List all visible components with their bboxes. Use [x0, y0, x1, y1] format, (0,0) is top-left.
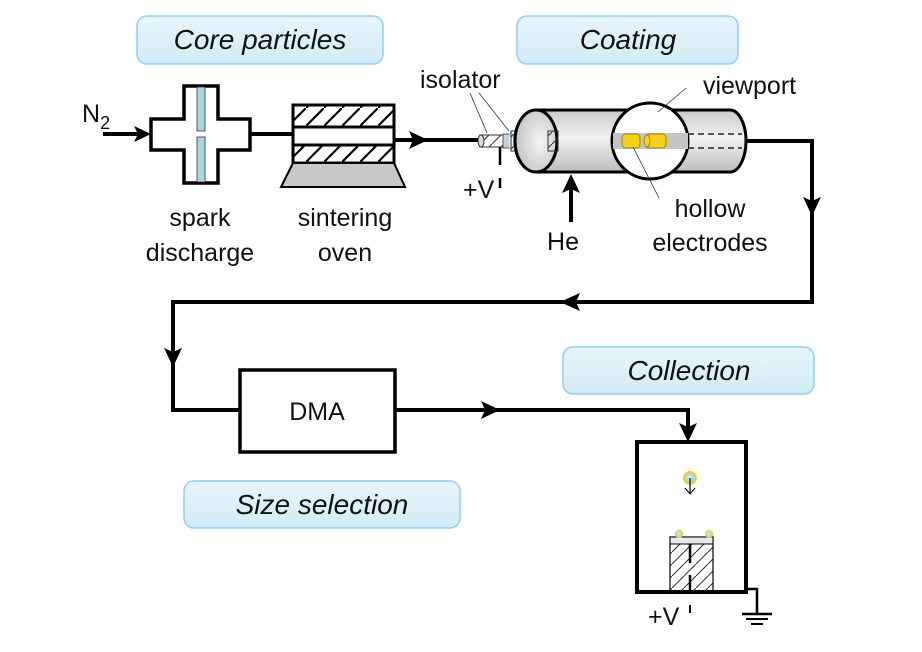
- arrow-down-icon: [164, 348, 182, 367]
- oven-label-2: oven: [318, 239, 372, 267]
- dma-label: DMA: [289, 398, 345, 426]
- stage-title-core-particles: Core particles: [174, 24, 347, 55]
- electrodes-label-1: hollow: [675, 195, 747, 223]
- electrode-bottom: [196, 136, 206, 183]
- spark-discharge: spark discharge: [146, 84, 254, 267]
- dma-box: DMA: [238, 368, 397, 454]
- coating-chamber: viewport hollow electrodes: [513, 72, 796, 257]
- stage-label-collection: Collection: [562, 346, 815, 395]
- arrow-down-icon: [803, 197, 821, 216]
- flow-loop: [164, 139, 821, 412]
- substrate-holder: [669, 536, 714, 593]
- stage-title-coating: Coating: [580, 24, 677, 55]
- isolator-label: isolator: [420, 66, 501, 94]
- electrodes-label-2: electrodes: [652, 229, 767, 257]
- stage-title-collection: Collection: [628, 355, 751, 386]
- sintering-oven: sintering oven: [279, 103, 407, 267]
- electrode-top: [196, 86, 206, 132]
- spark-label-1: spark: [169, 204, 231, 232]
- stage-label-size-selection: Size selection: [183, 480, 461, 529]
- viewport-label: viewport: [703, 72, 796, 100]
- voltage-label-coating: +V: [463, 176, 495, 204]
- arrow-down-icon: [679, 423, 697, 442]
- arrow-right-icon: [409, 131, 428, 149]
- helium-label: He: [547, 228, 579, 256]
- hollow-electrode-left: [621, 133, 641, 149]
- arrow-up-icon: [562, 174, 580, 193]
- arrow-right-icon: [134, 126, 151, 142]
- arrow-right-icon: [481, 401, 500, 419]
- arrow-left-icon: [560, 293, 580, 311]
- n2-label: N2: [82, 100, 110, 133]
- stage-label-core-particles: Core particles: [136, 15, 384, 65]
- collection-chamber: +V: [635, 440, 748, 631]
- stage-title-size-selection: Size selection: [236, 489, 409, 520]
- helium-inlet: He: [547, 174, 580, 256]
- arrow-down-icon: [684, 487, 696, 495]
- voltage-label-collection: +V: [648, 603, 680, 631]
- spark-label-2: discharge: [146, 239, 254, 267]
- stage-label-coating: Coating: [516, 15, 739, 65]
- n2-inlet: N2: [82, 100, 151, 142]
- ground-icon: [742, 587, 772, 625]
- flow-line: [395, 408, 690, 432]
- oven-label-1: sintering: [298, 204, 393, 232]
